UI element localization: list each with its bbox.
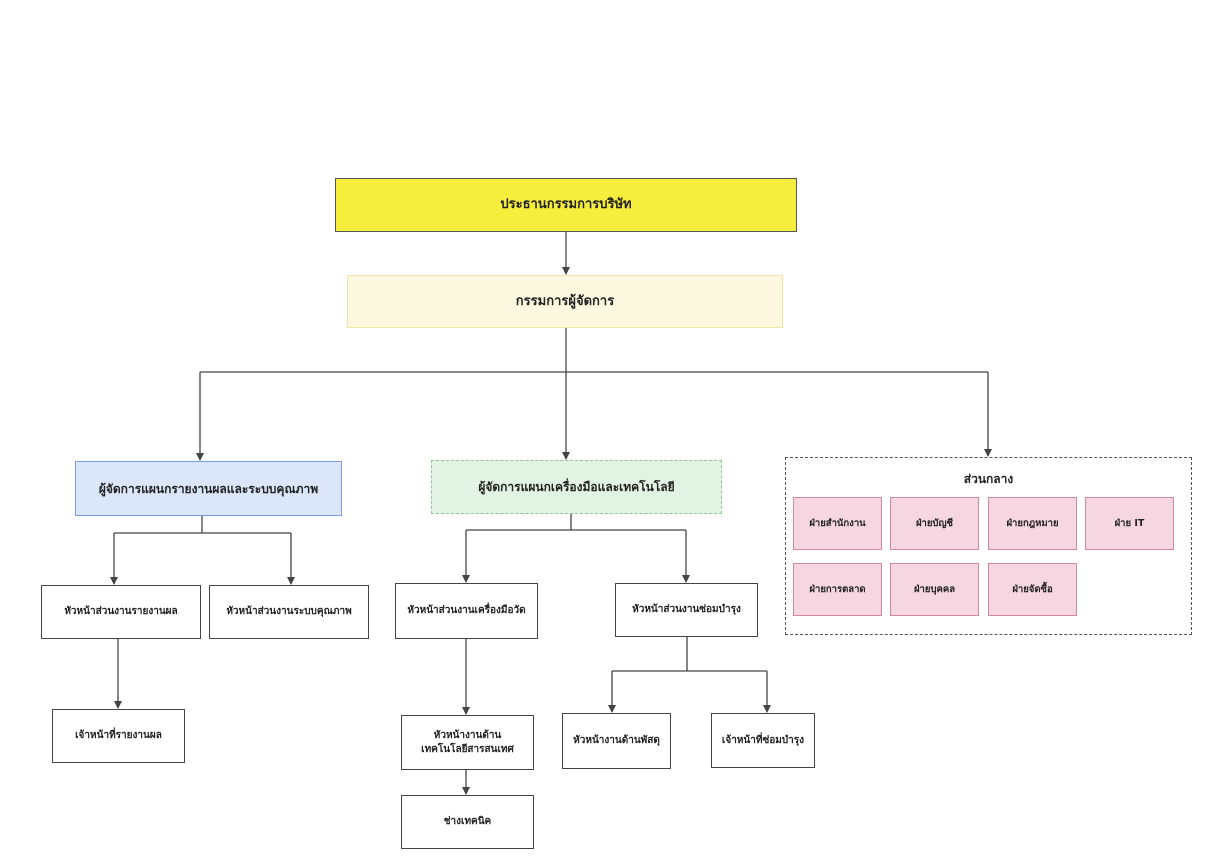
repair-head-label: หัวหน้าส่วนงานซ่อมบำรุง <box>632 604 741 615</box>
repair-head-box: หัวหน้าส่วนงานซ่อมบำรุง <box>615 583 758 637</box>
dept-hr: ฝ่ายบุคคล <box>890 563 979 616</box>
report-officer-box: เจ้าหน้าที่รายงานผล <box>52 709 185 763</box>
report-head-label: หัวหน้าส่วนงานรายงานผล <box>64 606 178 617</box>
dept-it-label: ฝ่าย IT <box>1114 517 1145 529</box>
chairman-box: ประธานกรรมการบริษัท <box>335 178 797 232</box>
dept-hr-label: ฝ่ายบุคคล <box>913 583 956 595</box>
dept-purchasing: ฝ่ายจัดซื้อ <box>988 563 1077 616</box>
technician-box: ช่างเทคนิค <box>401 795 534 849</box>
repair-officer-box: เจ้าหน้าที่ซ่อมบำรุง <box>711 713 815 768</box>
central-group: ส่วนกลาง <box>785 457 1192 635</box>
quality-manager-label: ผู้จัดการแผนกรายงานผลและระบบคุณภาพ <box>98 481 319 496</box>
it-head-label-line2: เทคโนโลยีสารสนเทศ <box>421 743 514 755</box>
central-title: ส่วนกลาง <box>963 472 1014 486</box>
dept-office: ฝ่ายสำนักงาน <box>793 497 882 550</box>
it-head-label-line1: หัวหน้างานด้าน <box>433 729 502 741</box>
repair-officer-label: เจ้าหน้าที่ซ่อมบำรุง <box>721 734 805 746</box>
dept-legal-label: ฝ่ายกฎหมาย <box>1006 517 1059 529</box>
dept-office-label: ฝ่ายสำนักงาน <box>809 517 866 529</box>
quality-head-label: หัวหน้าส่วนงานระบบคุณภาพ <box>226 606 352 617</box>
technician-label: ช่างเทคนิค <box>443 816 492 827</box>
instrument-head-label: หัวหน้าส่วนงานเครื่องมือวัด <box>407 605 526 616</box>
quality-manager-box: ผู้จัดการแผนกรายงานผลและระบบคุณภาพ <box>75 461 342 516</box>
dept-accounting: ฝ่ายบัญชี <box>890 497 979 550</box>
chairman-label: ประธานกรรมการบริษัท <box>500 197 632 212</box>
dept-marketing-label: ฝ่ายการตลาด <box>809 583 866 595</box>
report-officer-label: เจ้าหน้าที่รายงานผล <box>75 730 162 741</box>
dept-marketing: ฝ่ายการตลาด <box>793 563 882 616</box>
supply-head-box: หัวหน้างานด้านพัสดุ <box>562 713 671 769</box>
quality-head-box: หัวหน้าส่วนงานระบบคุณภาพ <box>209 585 369 639</box>
dept-legal: ฝ่ายกฎหมาย <box>988 497 1077 550</box>
managing-director-box: กรรมการผู้จัดการ <box>347 275 783 328</box>
dept-accounting-label: ฝ่ายบัญชี <box>915 517 954 529</box>
tech-manager-box: ผู้จัดการแผนกเครื่องมือและเทคโนโลยี <box>431 460 722 514</box>
tech-manager-label: ผู้จัดการแผนกเครื่องมือและเทคโนโลยี <box>478 480 675 494</box>
instrument-head-box: หัวหน้าส่วนงานเครื่องมือวัด <box>395 583 538 639</box>
it-head-box: หัวหน้างานด้าน เทคโนโลยีสารสนเทศ <box>401 715 534 770</box>
supply-head-label: หัวหน้างานด้านพัสดุ <box>573 735 660 746</box>
dept-purchasing-label: ฝ่ายจัดซื้อ <box>1012 583 1053 595</box>
report-head-box: หัวหน้าส่วนงานรายงานผล <box>41 585 201 639</box>
managing-director-label: กรรมการผู้จัดการ <box>515 293 615 309</box>
dept-it: ฝ่าย IT <box>1085 497 1174 550</box>
